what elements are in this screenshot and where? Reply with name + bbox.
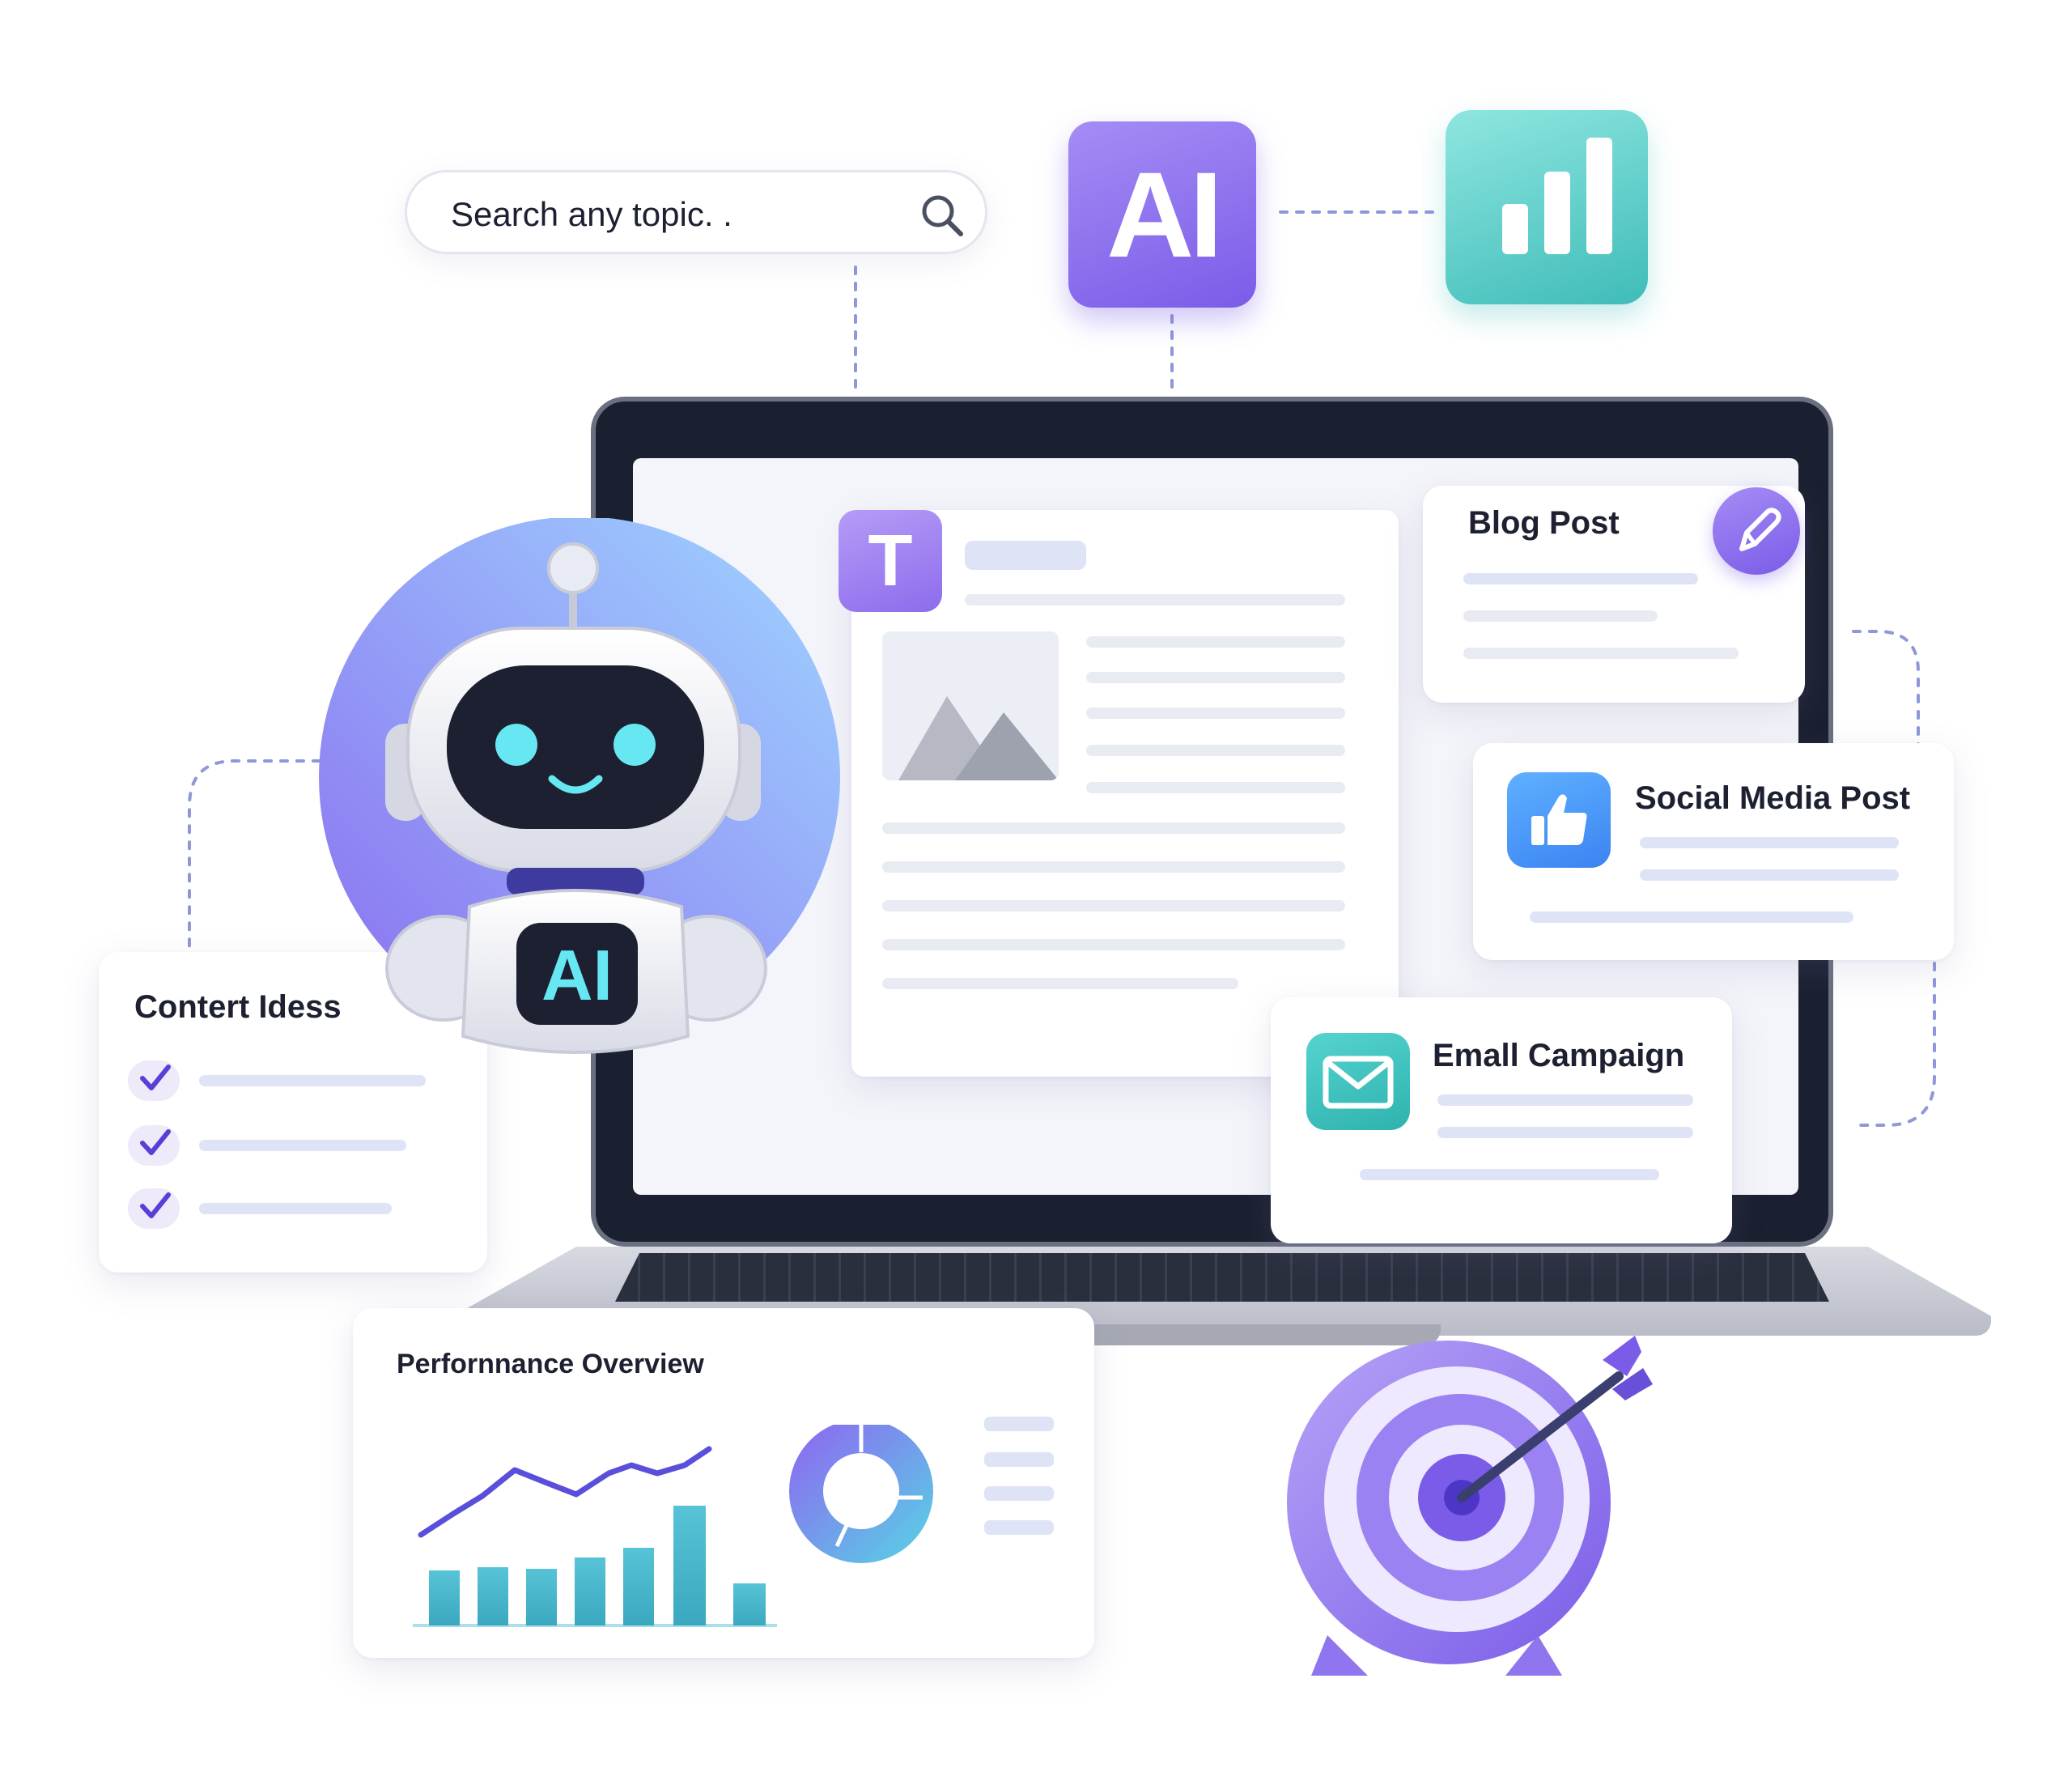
bar-chart-tile (1446, 110, 1648, 304)
pen-icon[interactable] (1713, 487, 1800, 575)
robot-icon: AI (319, 518, 840, 1054)
document-editor (851, 510, 1399, 1077)
envelope-icon (1306, 1033, 1410, 1130)
checkmark-icon (140, 1192, 171, 1218)
chart-bar (575, 1557, 605, 1625)
performance-chart (413, 1425, 933, 1627)
search-icon[interactable] (917, 190, 967, 240)
image-placeholder-icon (882, 631, 1059, 780)
chart-bar (623, 1548, 654, 1625)
search-input[interactable] (449, 193, 873, 236)
text-format-icon: T (839, 510, 942, 612)
social-media-post-title: Social Media Post (1635, 780, 1911, 816)
chart-bar (733, 1583, 766, 1625)
chart-bar (429, 1570, 460, 1625)
blog-post-title: Blog Post (1468, 505, 1620, 541)
chart-trend-line (418, 1446, 712, 1538)
performance-overview-card[interactable]: Perfornnance Overview (353, 1308, 1094, 1658)
donut-chart (789, 1425, 933, 1563)
chart-bar (478, 1567, 508, 1625)
ai-tile: AI (1068, 121, 1256, 308)
ai-tile-label: AI (1106, 147, 1223, 283)
thumbs-up-icon (1507, 772, 1611, 868)
text-badge-label: T (868, 521, 913, 601)
email-campaign-title: Emall Campaign (1433, 1038, 1685, 1073)
robot-badge-label: AI (541, 935, 613, 1015)
checkmark-icon (140, 1064, 171, 1090)
chart-bar (526, 1569, 557, 1625)
laptop-keyboard (615, 1253, 1829, 1302)
performance-overview-title: Perfornnance Overview (397, 1349, 704, 1379)
content-ideas-title: Contert Idess (134, 989, 342, 1025)
search-bar[interactable] (405, 170, 987, 254)
checkmark-icon (140, 1129, 171, 1155)
chart-bar (673, 1506, 706, 1625)
laptop-notch (1068, 1324, 1441, 1345)
target-arrow-icon (1287, 1336, 1653, 1676)
